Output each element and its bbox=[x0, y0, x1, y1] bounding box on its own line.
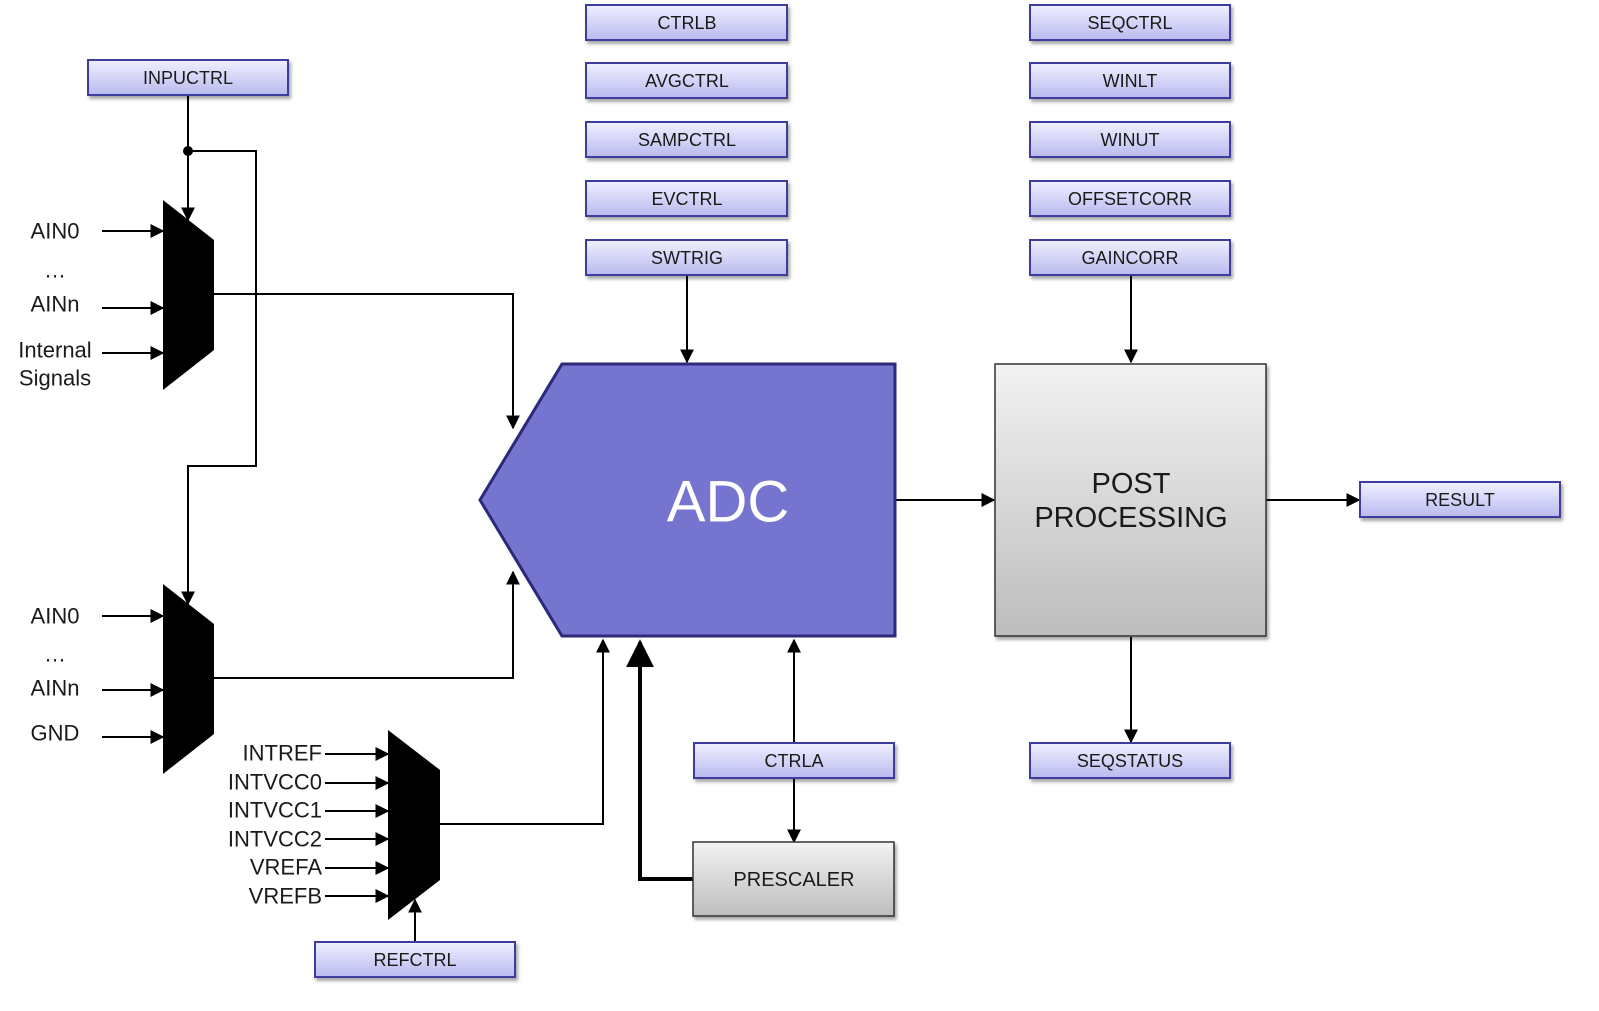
ref-intref-label: INTREF bbox=[243, 741, 322, 766]
pos-internal-label-line2: Signals bbox=[19, 366, 91, 391]
register-avgctrl-label: AVGCTRL bbox=[645, 71, 729, 91]
register-avgctrl: AVGCTRL bbox=[585, 62, 788, 99]
prescaler-box bbox=[692, 841, 895, 917]
neg-ainn-label: AINn bbox=[31, 676, 80, 701]
register-inputctrl: INPUCTRL bbox=[87, 59, 289, 96]
pos-ainn-label: AINn bbox=[31, 292, 80, 317]
wires bbox=[102, 96, 1361, 942]
register-winlt: WINLT bbox=[1029, 62, 1231, 99]
register-seqctrl-label: SEQCTRL bbox=[1087, 13, 1172, 33]
register-winlt-label: WINLT bbox=[1103, 71, 1158, 91]
register-offsetcorr: OFFSETCORR bbox=[1029, 180, 1231, 217]
register-ctrla: CTRLA bbox=[693, 742, 895, 779]
prescaler-block: PRESCALER bbox=[692, 841, 895, 917]
positive-input-mux bbox=[163, 200, 214, 390]
register-refctrl-label: REFCTRL bbox=[373, 950, 456, 970]
neg-mux-output-wire bbox=[214, 570, 520, 679]
register-swtrig-label: SWTRIG bbox=[651, 248, 723, 268]
post-processing-label-line2: PROCESSING bbox=[1034, 502, 1227, 534]
ref-mux-output-wire bbox=[440, 638, 610, 825]
neg-ain0-label: AIN0 bbox=[31, 604, 80, 629]
pos-mux-output-wire bbox=[214, 293, 520, 430]
adc-shape bbox=[478, 362, 897, 638]
reference-mux bbox=[388, 730, 440, 920]
register-winut-label: WINUT bbox=[1101, 130, 1160, 150]
adc-block: ADC bbox=[478, 362, 897, 638]
ref-intvcc2-label: INTVCC2 bbox=[228, 827, 322, 852]
adc-label: ADC bbox=[667, 470, 789, 535]
register-sampctrl: SAMPCTRL bbox=[585, 121, 788, 158]
post-processing-box bbox=[994, 363, 1267, 637]
pos-ain0-label: AIN0 bbox=[31, 219, 80, 244]
negative-input-mux bbox=[163, 584, 214, 774]
register-winut: WINUT bbox=[1029, 121, 1231, 158]
neg-gnd-label: GND bbox=[31, 721, 80, 746]
register-evctrl-label: EVCTRL bbox=[651, 189, 722, 209]
pos-ellipsis-label: … bbox=[44, 258, 66, 283]
register-offsetcorr-label: OFFSETCORR bbox=[1068, 189, 1192, 209]
ref-vrefa-label: VREFA bbox=[250, 855, 322, 880]
pos-internal-label-line1: Internal bbox=[18, 338, 91, 363]
register-gaincorr: GAINCORR bbox=[1029, 239, 1231, 276]
register-seqstatus: SEQSTATUS bbox=[1029, 742, 1231, 779]
register-sampctrl-label: SAMPCTRL bbox=[638, 130, 736, 150]
register-seqctrl: SEQCTRL bbox=[1029, 4, 1231, 41]
register-evctrl: EVCTRL bbox=[585, 180, 788, 217]
register-result-label: RESULT bbox=[1425, 490, 1495, 510]
ref-intvcc1-label: INTVCC1 bbox=[228, 798, 322, 823]
inputctrl-to-neg-mux-wire bbox=[181, 150, 257, 606]
ref-intvcc0-label: INTVCC0 bbox=[228, 770, 322, 795]
post-processing-block: POST PROCESSING bbox=[994, 363, 1267, 637]
register-ctrlb: CTRLB bbox=[585, 4, 788, 41]
register-seqstatus-label: SEQSTATUS bbox=[1077, 751, 1183, 771]
post-processing-label-line1: POST bbox=[1092, 468, 1171, 500]
register-swtrig: SWTRIG bbox=[585, 239, 788, 276]
register-ctrlb-label: CTRLB bbox=[657, 13, 716, 33]
neg-ellipsis-label: … bbox=[44, 642, 66, 667]
register-refctrl: REFCTRL bbox=[314, 941, 516, 978]
prescaler-clock-wire bbox=[626, 639, 693, 881]
register-result: RESULT bbox=[1359, 481, 1561, 518]
register-gaincorr-label: GAINCORR bbox=[1081, 248, 1178, 268]
register-inputctrl-label: INPUCTRL bbox=[143, 68, 233, 88]
ref-vrefb-label: VREFB bbox=[249, 884, 322, 909]
register-ctrla-label: CTRLA bbox=[764, 751, 823, 771]
prescaler-label: PRESCALER bbox=[733, 869, 854, 891]
